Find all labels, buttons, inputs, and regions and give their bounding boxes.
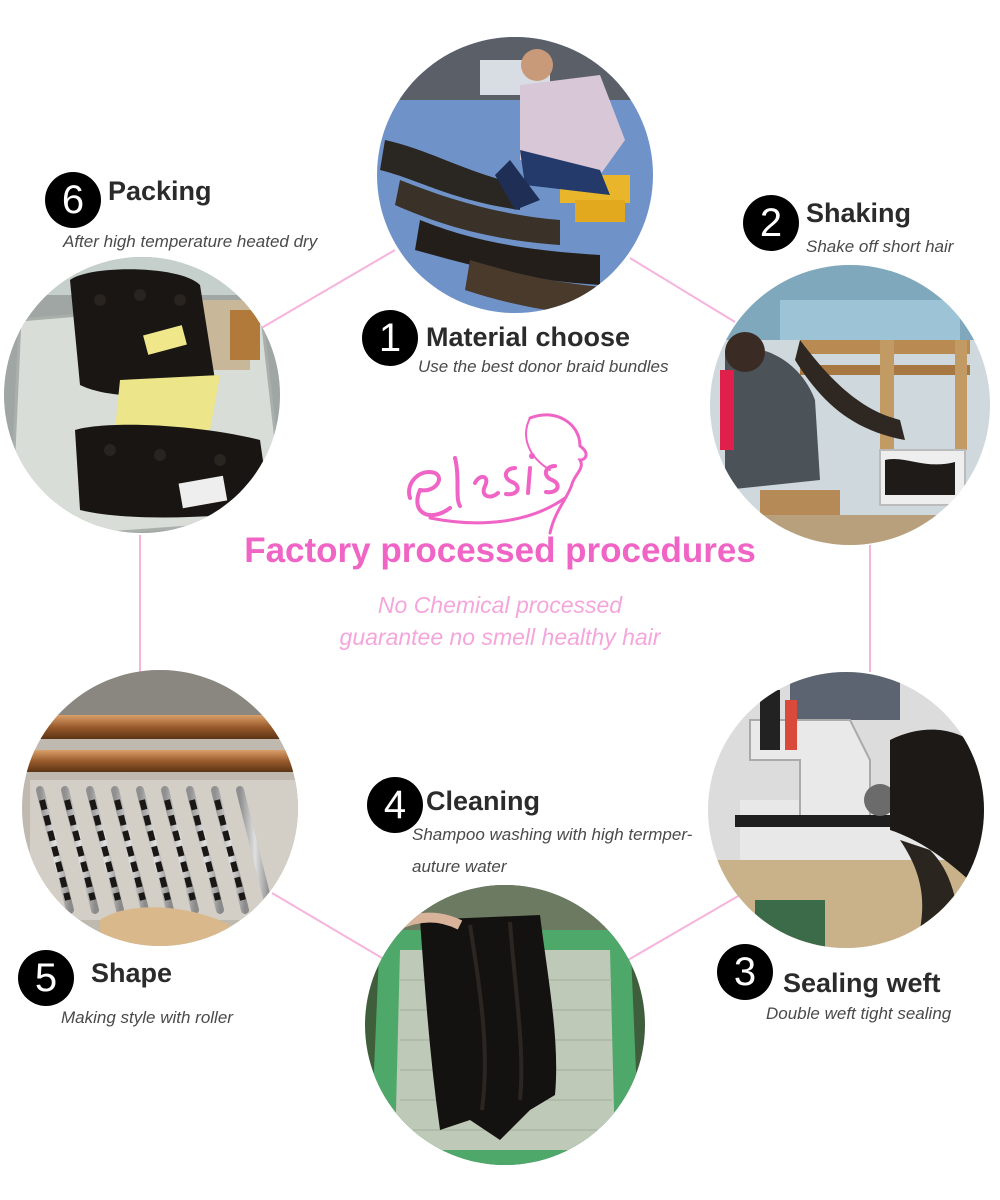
step-6-title: Packing bbox=[108, 176, 212, 206]
step-4-title: Cleaning bbox=[426, 786, 541, 816]
step-2-description: Shake off short hair bbox=[806, 237, 954, 256]
connector-1-2 bbox=[629, 257, 736, 323]
step-1-description: Use the best donor braid bundles bbox=[418, 357, 669, 376]
connector-4-5 bbox=[271, 892, 383, 959]
photo-sealing-weft bbox=[708, 672, 984, 948]
connector-6-1 bbox=[257, 249, 396, 331]
subtitle-line-2: guarantee no smell healthy hair bbox=[339, 624, 661, 650]
step-4-description-line1: Shampoo washing with high termper- bbox=[412, 825, 693, 844]
main-title: Factory processed procedures bbox=[244, 531, 756, 570]
elesis-logo bbox=[407, 413, 588, 535]
step-5-title: Shape bbox=[91, 958, 173, 988]
step-5-description: Making style with roller bbox=[61, 1008, 233, 1027]
step-6-description: After high temperature heated dry bbox=[63, 232, 318, 251]
step-2-number-badge: 2 bbox=[743, 195, 799, 251]
photo-shape bbox=[22, 670, 298, 946]
step-3-number-badge: 3 bbox=[717, 944, 773, 1000]
step-6-number-badge: 6 bbox=[45, 172, 101, 228]
step-4-number-badge: 4 bbox=[367, 777, 423, 833]
step-3-title: Sealing weft bbox=[783, 968, 941, 998]
photo-packing bbox=[4, 257, 280, 533]
photo-shaking bbox=[710, 265, 990, 545]
step-3-description: Double weft tight sealing bbox=[766, 1004, 952, 1023]
connector-3-4 bbox=[627, 894, 741, 961]
connector-lines bbox=[139, 249, 871, 961]
step-1-title: Material choose bbox=[426, 322, 631, 352]
step-1-number-badge: 1 bbox=[362, 310, 418, 366]
step-5-number-badge: 5 bbox=[18, 950, 74, 1006]
photo-material-choose bbox=[377, 37, 653, 313]
step-2-title: Shaking bbox=[806, 198, 912, 228]
photo-cleaning bbox=[365, 885, 645, 1165]
subtitle-line-1: No Chemical processed bbox=[377, 592, 623, 618]
step-4-description-line2: auture water bbox=[412, 857, 507, 876]
